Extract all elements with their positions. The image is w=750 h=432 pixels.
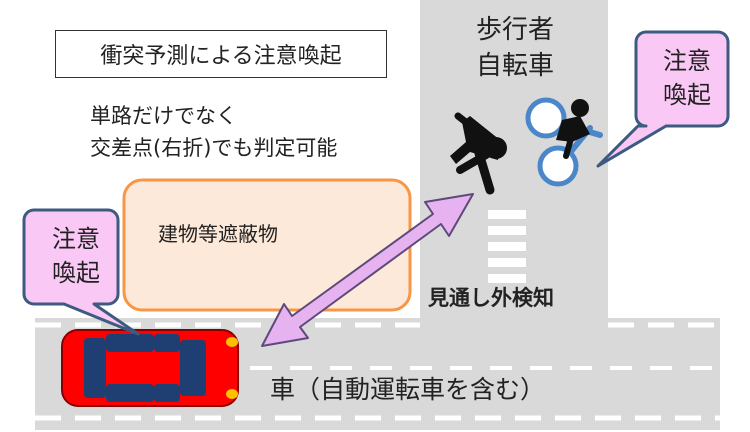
alert-bubble-pedestrian-shape — [596, 30, 730, 168]
title-box: 衝突予測による注意喚起 — [55, 30, 387, 78]
detection-label: 見通し外検知 — [428, 286, 554, 310]
line-of-sight-arrow — [261, 193, 474, 347]
pedestrian-icon — [450, 112, 507, 195]
car-icon — [61, 329, 239, 407]
crosswalk — [488, 210, 526, 283]
alert-bubble-pedestrian-text: 注意 喚起 — [663, 47, 711, 109]
alert-bubble-vehicle-text: 注意 喚起 — [52, 225, 100, 287]
building-label: 建物等遮蔽物 — [158, 222, 278, 246]
pedestrian-label: 歩行者 自転車 — [475, 15, 554, 81]
note-line-1: 単路だけでなく — [90, 104, 237, 128]
vehicle-label: 車（自動運転車を含む） — [270, 375, 546, 404]
note-line-2: 交差点(右折)でも判定可能 — [90, 136, 338, 160]
alert-bubble-vehicle-shape — [22, 208, 140, 336]
bicycle-icon — [525, 97, 603, 187]
